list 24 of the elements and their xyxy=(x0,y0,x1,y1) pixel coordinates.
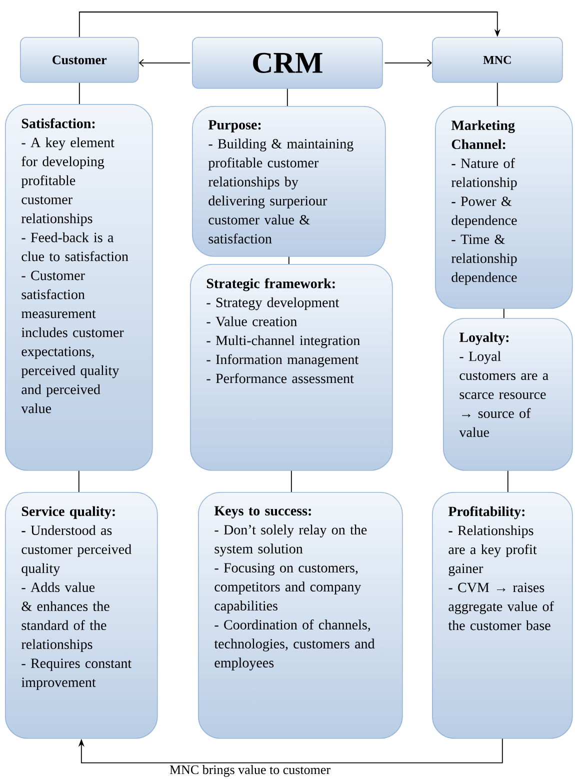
title-box: MNC xyxy=(432,37,563,83)
text-box: Loyalty: - Loyal customers are a scarce resource → source of value xyxy=(443,318,573,471)
arrow xyxy=(78,12,500,38)
connector-line xyxy=(78,470,80,492)
text-box: Strategic framework: - Strategy development - Value creation - Multi-channel integration - Information management - Performance assessment xyxy=(190,264,393,471)
connector-line xyxy=(496,82,498,106)
edge-label: MNC brings value to customer xyxy=(170,765,330,777)
text-box: Marketing Channel: - Nature of relationship - Power & dependence - Time & relationship dependence xyxy=(435,106,573,309)
text-box: Satisfaction: - A key element for developing profitable customer relationships - Feed-back is a clue to satisfaction - Customer satisfaction measurement includes customer expectations, perceived quality and perceived value xyxy=(5,104,153,471)
arrow xyxy=(138,58,190,67)
text-box: Purpose: - Building & maintaining profitable customer relationships by delivering surperiour customer value & satisfaction xyxy=(192,106,386,257)
connector-line xyxy=(78,82,80,104)
title-box: Customer xyxy=(20,37,139,83)
connector-line xyxy=(288,256,290,264)
text-box: Service quality: - Understood as customer perceived quality - Adds value & enhances the standard of the relationships - Requires constant improvement xyxy=(5,492,158,739)
connector-line xyxy=(507,470,508,492)
connector-line xyxy=(286,88,288,106)
connector-line xyxy=(503,308,504,318)
arrow xyxy=(78,738,503,764)
arrow xyxy=(384,58,432,67)
title-box: CRM xyxy=(192,37,383,89)
text-box: Keys to success: - Don’t solely relay on the system solution - Focusing on customers, competitors and company capabilities - Coordination of channels, technologies, customers and employees xyxy=(198,492,403,739)
connector-line xyxy=(290,470,292,492)
text-box: Profitability: - Relationships are a key profit gainer - CVM → raises aggregate value of the customer base xyxy=(432,492,573,739)
